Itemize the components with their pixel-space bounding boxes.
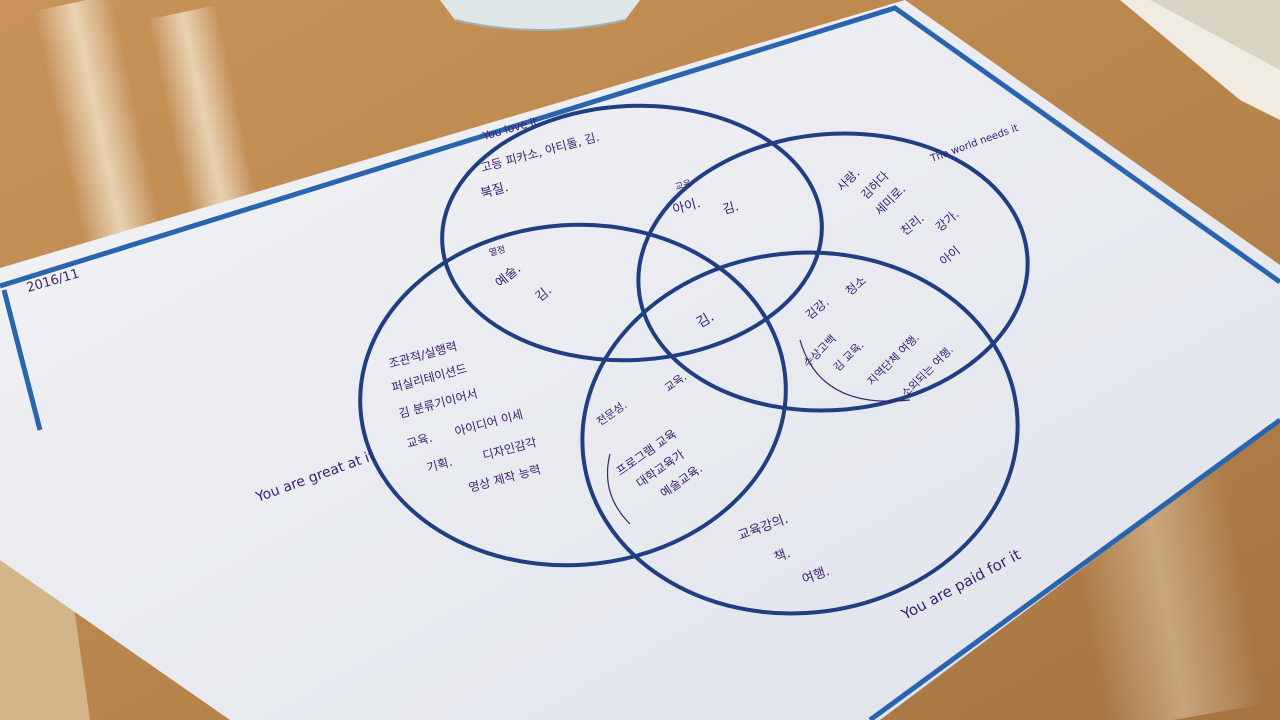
love-great-1: 열정 bbox=[488, 244, 507, 259]
love-world-2: 아이. bbox=[671, 196, 702, 218]
paper-stack bbox=[1120, 0, 1280, 120]
venn-diagram bbox=[358, 103, 1030, 616]
love-item-2: 북질. bbox=[479, 180, 510, 202]
paper-frame bbox=[0, 5, 1280, 289]
great-item-6: 기획. bbox=[425, 455, 454, 475]
paid-item-2: 책. bbox=[772, 546, 792, 566]
paper-frame-bottom bbox=[868, 417, 1280, 720]
paper-frame-left bbox=[1, 289, 43, 431]
love-world-3: 김. bbox=[721, 199, 740, 218]
great-item-4: 교육. bbox=[405, 431, 434, 451]
center-item: 김. bbox=[694, 309, 717, 332]
cup bbox=[440, 0, 640, 31]
love-world-1: 교육 bbox=[674, 178, 693, 193]
circle-world-needs bbox=[636, 131, 1030, 413]
ink-brackets bbox=[606, 339, 911, 525]
circle-paid-for bbox=[580, 250, 1020, 616]
circle-love bbox=[440, 103, 824, 363]
circle-great-at bbox=[358, 222, 788, 568]
